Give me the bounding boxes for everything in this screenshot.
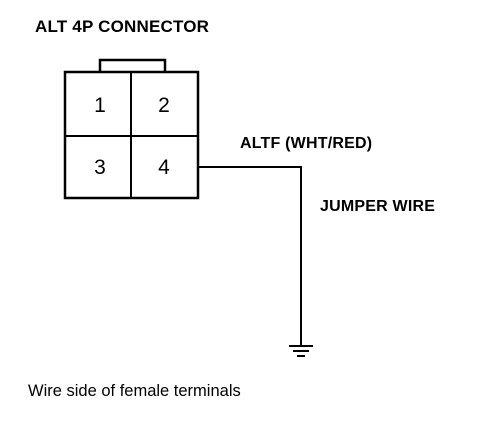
pin-3-label: 3 [94,156,106,179]
ground-icon [289,345,313,357]
pin-2-label: 2 [158,94,170,117]
connector-title: ALT 4P CONNECTOR [35,17,210,36]
jumper-wire-label: JUMPER WIRE [320,198,436,215]
pin-4-label: 4 [158,156,170,179]
jumper-wire [198,166,302,345]
connector-lock-tab [98,58,167,72]
pin-1-label: 1 [94,94,106,117]
wire-label: ALTF (WHT/RED) [240,135,373,152]
caption: Wire side of female terminals [28,382,241,400]
